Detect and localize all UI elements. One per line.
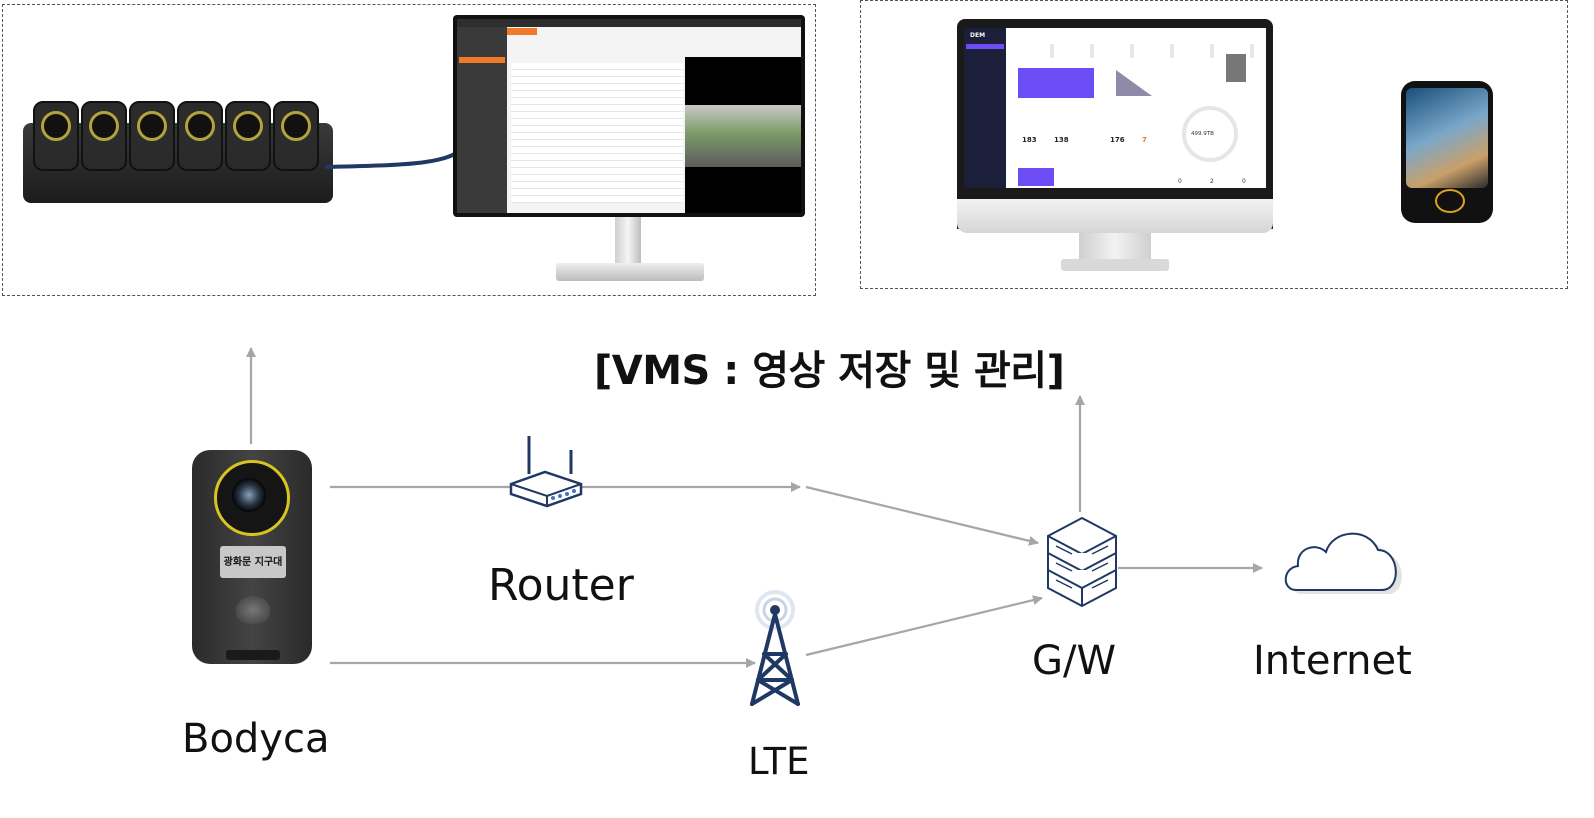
dem-monitor-neck <box>1079 233 1151 263</box>
docked-bodycams <box>33 101 323 171</box>
dem-stat-1: 183 <box>1022 136 1037 144</box>
vms-storage-panel <box>2 4 816 296</box>
dem-monitor: DEM 183 138 176 7 499.9TB 0 2 0 <box>957 19 1273 229</box>
gateway-label: G/W <box>1032 638 1117 684</box>
smartphone <box>1401 81 1493 223</box>
dem-counter-2: 2 <box>1210 178 1214 185</box>
dem-storage: 499.9TB <box>1191 131 1214 137</box>
dem-monitor-foot <box>1061 259 1169 271</box>
lte-label: LTE <box>748 740 810 783</box>
router-to-gw-arrow <box>805 485 1039 546</box>
dem-counter-3: 0 <box>1242 178 1246 185</box>
dem-stat-2: 138 <box>1054 136 1069 144</box>
police-emblem <box>236 596 270 624</box>
vms-monitor <box>453 15 805 217</box>
bodycam-lens <box>232 478 266 512</box>
bodycam-badge: 광화문 지구대 <box>223 557 283 568</box>
dem-triangle-chart <box>1116 70 1152 96</box>
bodycam-label: Bodyca <box>182 716 330 762</box>
gateway-server-icon <box>1047 516 1117 608</box>
dem-stat-4: 7 <box>1142 136 1147 144</box>
lte-tower-icon <box>750 590 800 706</box>
router-icon <box>509 436 583 508</box>
dem-dashboard-screen: DEM 183 138 176 7 499.9TB 0 2 0 <box>964 28 1266 188</box>
dem-monitor-chin <box>957 199 1273 233</box>
vms-app-screen <box>457 19 801 213</box>
internet-label: Internet <box>1253 638 1412 684</box>
bodycam-device: 광화문 지구대 <box>192 450 312 664</box>
dem-management-panel: DEM 183 138 176 7 499.9TB 0 2 0 <box>860 0 1568 289</box>
cloud-icon <box>1284 532 1402 594</box>
dem-brand: DEM <box>970 32 986 39</box>
dem-counter-1: 0 <box>1178 178 1182 185</box>
monitor-base <box>556 263 704 281</box>
monitor-stand <box>615 217 641 269</box>
lte-to-gw-arrow <box>805 595 1043 657</box>
router-label: Router <box>488 560 634 611</box>
dem-stat-3: 176 <box>1110 136 1125 144</box>
diagram-title: [VMS : 영상 저장 및 관리] <box>594 348 1065 394</box>
